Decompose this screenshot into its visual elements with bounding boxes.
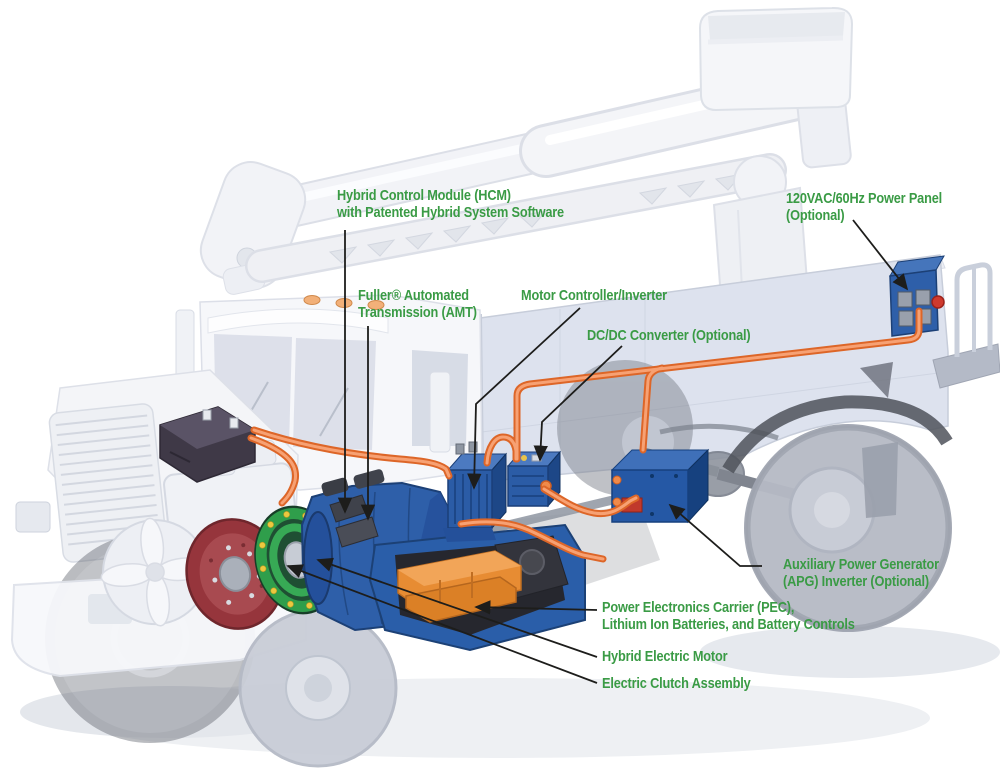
leader-motor bbox=[316, 557, 598, 658]
motor-controller-box bbox=[443, 441, 508, 542]
label-line: Lithium Ion Batteries, and Battery Contr… bbox=[602, 616, 855, 633]
leader-clutch bbox=[286, 564, 598, 684]
leader-lines bbox=[286, 219, 909, 684]
hv-cables bbox=[247, 307, 923, 563]
rear-fender bbox=[722, 395, 953, 518]
label-line: with Patented Hybrid System Software bbox=[337, 204, 564, 221]
leader-pec bbox=[474, 600, 598, 615]
rear-handrail bbox=[954, 262, 993, 357]
rear-platform bbox=[932, 343, 1000, 389]
label-electric-clutch: Electric Clutch Assembly bbox=[602, 675, 751, 692]
rear-wheel bbox=[744, 424, 952, 632]
label-line: Hybrid Electric Motor bbox=[602, 648, 728, 665]
leader-power-panel bbox=[852, 219, 909, 291]
headlight bbox=[15, 501, 51, 533]
mud-flap bbox=[862, 442, 898, 518]
label-line: Hybrid Control Module (HCM) bbox=[337, 187, 511, 204]
label-line: Motor Controller/Inverter bbox=[521, 287, 667, 304]
roof-marker-lights bbox=[303, 295, 385, 310]
battery-12v bbox=[159, 406, 256, 483]
apg-inverter-box bbox=[610, 448, 710, 524]
bucket bbox=[698, 6, 854, 169]
label-line: (APG) Inverter (Optional) bbox=[783, 573, 929, 590]
front-wheel-far bbox=[238, 608, 398, 768]
label-fuller-transmission: Fuller® Automated Transmission (AMT) bbox=[358, 287, 477, 321]
leader-motor-controller bbox=[467, 307, 581, 490]
lithium-ion-batteries bbox=[397, 550, 522, 623]
label-motor-controller: Motor Controller/Inverter bbox=[521, 287, 667, 304]
label-hybrid-electric-motor: Hybrid Electric Motor bbox=[602, 648, 728, 665]
label-hybrid-control-module: Hybrid Control Module (HCM) with Patente… bbox=[337, 187, 564, 221]
label-line: DC/DC Converter (Optional) bbox=[587, 327, 751, 344]
label-pec-batteries: Power Electronics Carrier (PEC), Lithium… bbox=[602, 599, 855, 633]
label-line: Transmission (AMT) bbox=[358, 304, 477, 321]
label-line: (Optional) bbox=[786, 207, 845, 224]
label-line: Fuller® Automated bbox=[358, 287, 469, 304]
label-line: Power Electronics Carrier (PEC), bbox=[602, 599, 795, 616]
power-panel-breaker bbox=[931, 295, 945, 309]
label-apg-inverter: Auxiliary Power Generator (APG) Inverter… bbox=[783, 556, 939, 590]
label-power-panel: 120VAC/60Hz Power Panel (Optional) bbox=[786, 190, 942, 224]
label-dcdc-converter: DC/DC Converter (Optional) bbox=[587, 327, 751, 344]
label-line: Electric Clutch Assembly bbox=[602, 675, 751, 692]
label-line: 120VAC/60Hz Power Panel bbox=[786, 190, 943, 207]
engine-fan bbox=[100, 517, 210, 627]
leader-dcdc bbox=[533, 345, 623, 462]
label-line: Auxiliary Power Generator bbox=[783, 556, 939, 573]
leader-apg bbox=[668, 503, 762, 567]
